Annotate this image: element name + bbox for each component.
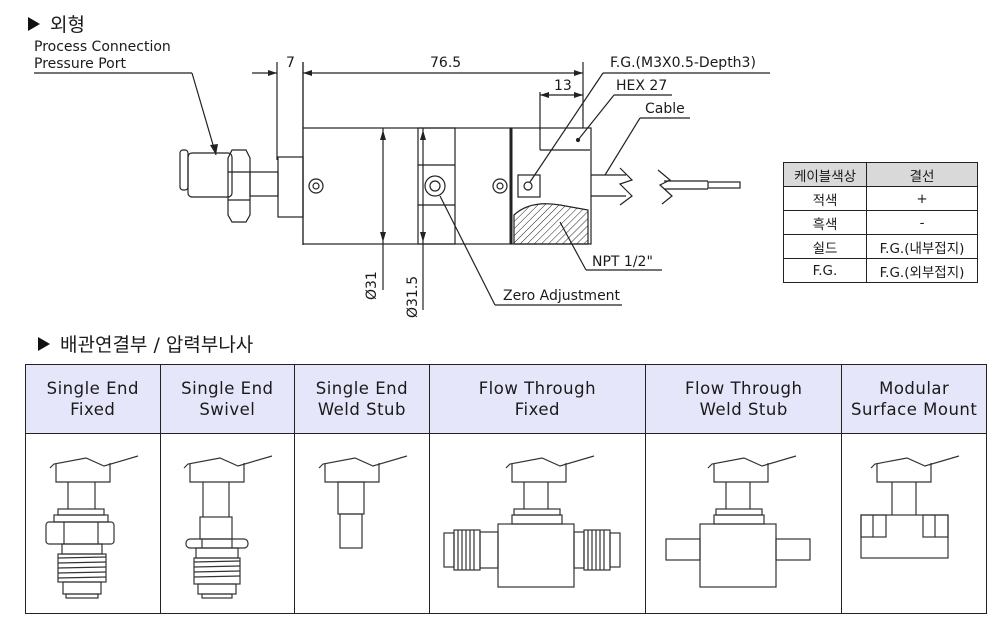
dim-length: 76.5 [430, 55, 462, 71]
header-connection: 결선 [866, 162, 978, 187]
cell [159, 433, 296, 614]
single-end-fixed-icon [45, 455, 138, 599]
cell: F.G. [783, 258, 867, 283]
modular-surface-mount-icon [860, 455, 960, 559]
hex-label: HEX 27 [616, 78, 668, 94]
label-line-2: Pressure Port [34, 56, 126, 72]
npt-hatch [513, 203, 589, 245]
cell: F.G.(외부접지) [866, 258, 978, 283]
section-title-outline: 외형 [28, 10, 85, 37]
dim-dia-ring: Ø31.5 [405, 275, 421, 318]
sensor-outline-drawing [34, 62, 770, 310]
flow-through-weld-stub-icon [665, 455, 811, 588]
cable-label: Cable [645, 101, 685, 117]
table-row: 흑색- [783, 210, 978, 235]
header-line-1: Single End [181, 379, 274, 398]
cell: + [866, 186, 978, 211]
dim-dia-body: Ø31 [364, 271, 380, 300]
header-line-2: Swivel [199, 400, 256, 419]
table-header-row: 케이블색상 결선 [783, 162, 978, 187]
cell: 쉴드 [783, 234, 867, 259]
process-connection-leader [191, 72, 217, 156]
section-title-text: 배관연결부 / 압력부나사 [60, 334, 254, 356]
table-row: F.G.F.G.(외부접지) [783, 258, 978, 283]
cell [294, 433, 430, 614]
npt-label: NPT 1/2" [592, 254, 653, 270]
cell: F.G.(내부접지) [866, 234, 978, 259]
header-line-1: Single End [315, 379, 409, 398]
header-line-2: Fixed [70, 400, 116, 419]
cell: 흑색 [783, 210, 867, 235]
table-row [25, 433, 987, 614]
header-line-2: Surface Mount [851, 400, 978, 419]
header-line-1: Single End [46, 379, 139, 398]
header-line-1: Modular [879, 379, 950, 398]
cell [25, 433, 161, 614]
single-end-weld-stub-icon [318, 455, 408, 549]
single-end-swivel-icon [183, 455, 273, 599]
label-line-1: Process Connection [34, 39, 171, 55]
zero-adjustment-label: Zero Adjustment [503, 288, 621, 304]
process-connection-label: Process Connection Pressure Port [34, 39, 171, 73]
dim-hex-length: 13 [554, 78, 572, 94]
cell: 적색 [783, 186, 867, 211]
cell [645, 433, 843, 614]
cell: - [866, 210, 978, 235]
dim-flange: 7 [286, 55, 295, 71]
section-title-text: 외형 [50, 14, 85, 36]
cell [841, 433, 987, 614]
fg-label: F.G.(M3X0.5-Depth3) [610, 55, 756, 71]
table-row: 적색+ [783, 186, 978, 211]
triangle-bullet-icon [28, 16, 40, 31]
header-line-1: Flow Through [685, 379, 803, 398]
header-cable-color: 케이블색상 [783, 162, 867, 187]
header-line-2: Weld Stub [699, 400, 788, 419]
section-title-connection: 배관연결부 / 압력부나사 [38, 330, 253, 357]
header-line-1: Flow Through [478, 379, 597, 398]
flow-through-fixed-icon [443, 455, 621, 588]
header-line-2: Weld Stub [317, 400, 406, 419]
triangle-bullet-icon [38, 336, 50, 351]
header-line-2: Fixed [514, 400, 560, 419]
cell [428, 433, 647, 614]
